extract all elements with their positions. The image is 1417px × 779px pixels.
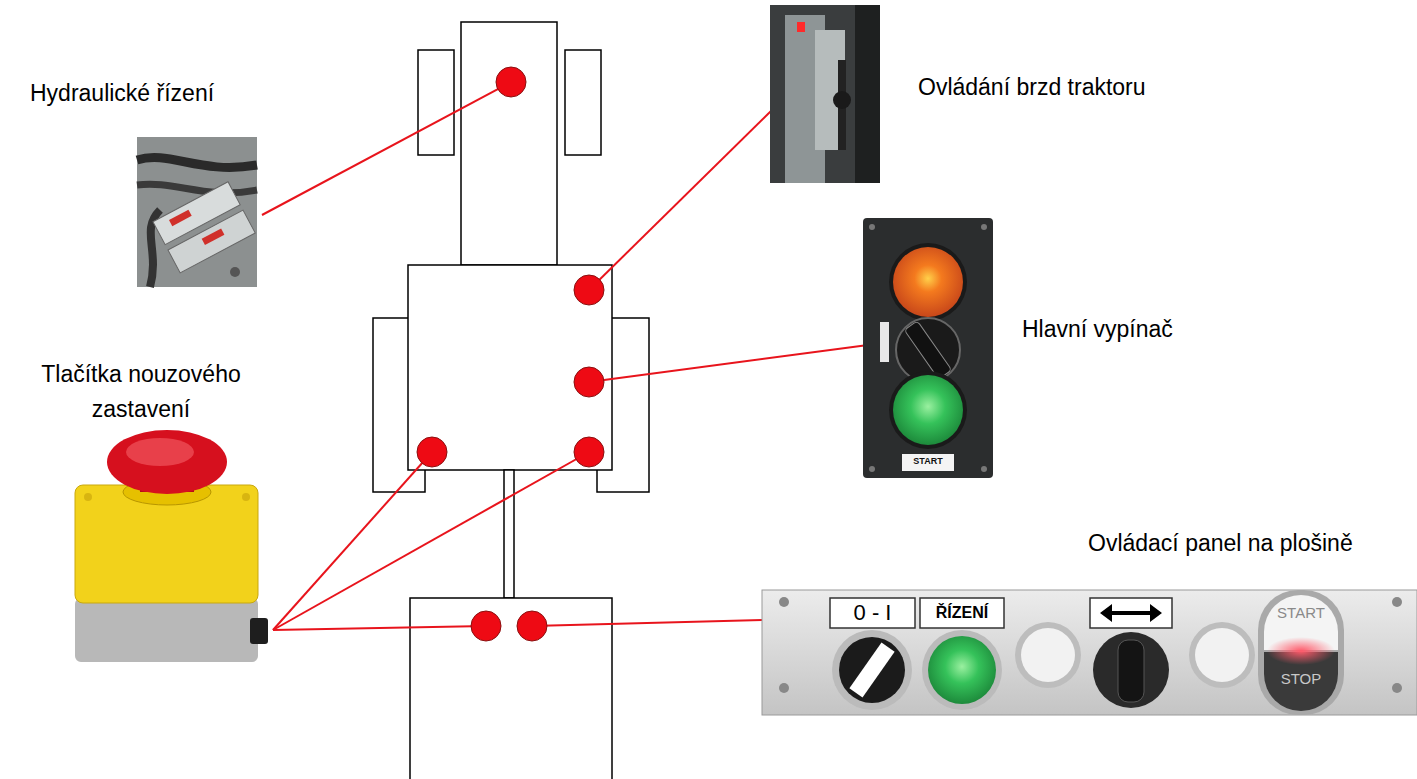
part-label: Ovládání brzd traktoru: [918, 74, 1146, 102]
button-label: STOP: [1258, 670, 1344, 688]
hydraulic-photo: [137, 137, 257, 287]
part-label: Ovládací panel na plošině: [1088, 530, 1353, 558]
tractor-outline: [373, 22, 649, 779]
panel-label: ŘÍZENÍ: [920, 603, 1004, 622]
brake-photo: [770, 5, 880, 183]
location-dots: [417, 67, 604, 641]
part-label: Hlavní vypínač: [1022, 316, 1173, 344]
part-label: Hydraulické řízení: [30, 80, 214, 108]
emergency-stop-photo: [75, 430, 268, 662]
switch-label: START: [902, 456, 954, 467]
panel-label: 0 - I: [830, 600, 915, 626]
main-switch-photo: [863, 218, 993, 478]
control-panel-photo: [762, 590, 1417, 715]
part-label: Tlačítka nouzového zastavení: [10, 357, 272, 426]
button-label: START: [1258, 604, 1344, 622]
